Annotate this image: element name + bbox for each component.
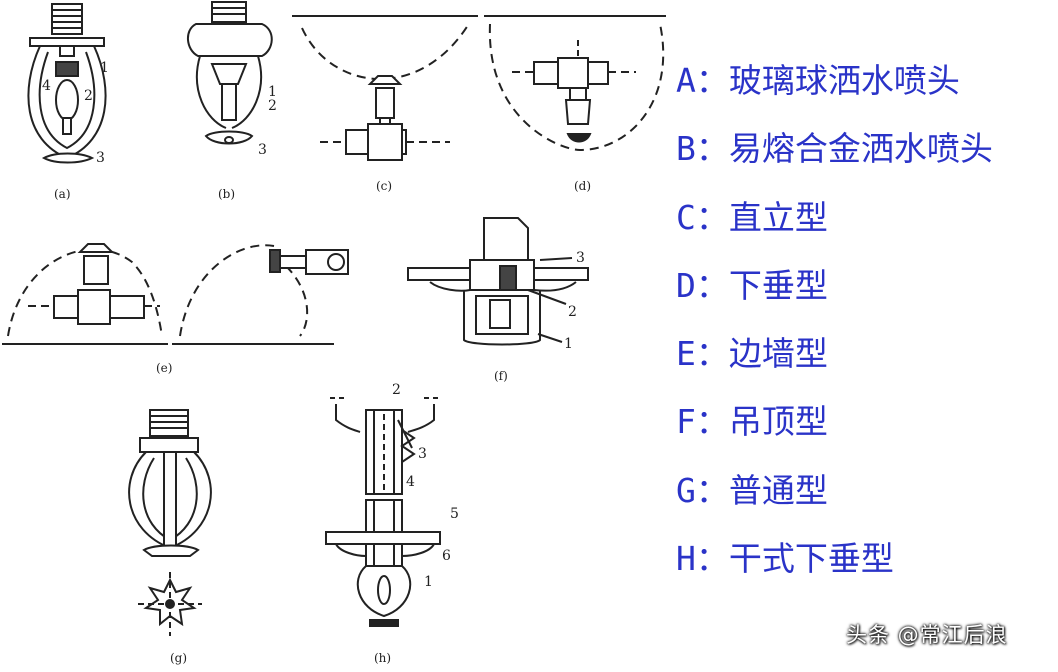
part-number-f-2: 2	[568, 304, 577, 320]
legend-separator: ：	[695, 197, 729, 237]
part-number-h-5: 5	[450, 506, 459, 522]
legend-label: 直立型	[728, 197, 828, 237]
figure-c-upright-sprinkler	[292, 15, 478, 161]
legend-item-a: A：玻璃球洒水喷头	[676, 56, 1056, 124]
caption-g: (g)	[170, 651, 187, 665]
part-number-b-1: 1	[268, 84, 277, 100]
part-number-a-3: 3	[96, 150, 105, 166]
legend-code: A	[676, 61, 696, 100]
part-number-f-1: 1	[564, 336, 573, 352]
caption-d: (d)	[574, 179, 591, 193]
legend-separator: ：	[695, 265, 729, 305]
legend-code: C	[676, 197, 696, 237]
legend-code: B	[676, 129, 696, 169]
legend-item-c: C：直立型	[676, 193, 1056, 261]
watermark: 头条 @常江后浪	[846, 623, 1008, 647]
legend-label: 普通型	[728, 470, 828, 510]
legend-label: 玻璃球洒水喷头	[728, 61, 960, 100]
part-number-f-3: 3	[576, 250, 585, 266]
figure-g-conventional-sprinkler	[128, 409, 212, 636]
legend-label: 干式下垂型	[728, 539, 894, 579]
figure-a-glass-bulb-sprinkler	[27, 3, 107, 164]
caption-c: (c)	[376, 179, 392, 193]
legend-label: 吊顶型	[728, 402, 828, 442]
legend-separator: ：	[695, 402, 729, 442]
legend-item-f: F：吊顶型	[676, 397, 1056, 465]
part-number-a-2: 2	[84, 88, 93, 104]
legend-separator: ：	[695, 129, 729, 169]
caption-f: (f)	[494, 369, 508, 383]
legend-item-d: D：下垂型	[676, 261, 1056, 329]
figure-e-sidewall-sprinkler	[2, 243, 349, 345]
legend-separator: ：	[695, 334, 729, 374]
legend-label: 下垂型	[728, 265, 828, 305]
legend-separator: ：	[695, 539, 729, 579]
legend-separator: ：	[695, 470, 729, 510]
caption-b: (b)	[218, 187, 235, 201]
part-number-h-1: 1	[424, 574, 433, 590]
part-number-b-3: 3	[258, 142, 267, 158]
legend-item-b: B：易熔合金洒水喷头	[676, 124, 1056, 192]
legend-code: G	[676, 470, 696, 510]
legend-code: F	[676, 402, 696, 442]
figure-b-fusible-alloy-sprinkler	[187, 1, 273, 145]
part-number-b-2: 2	[268, 98, 277, 114]
figure-h-dry-pendent-sprinkler	[325, 397, 441, 627]
caption-h: (h)	[374, 651, 391, 665]
legend-code: E	[676, 334, 696, 374]
legend-code: D	[676, 265, 696, 305]
part-number-h-6: 6	[442, 548, 451, 564]
legend-item-e: E：边墙型	[676, 329, 1056, 397]
legend-label: 易熔合金洒水喷头	[728, 129, 993, 169]
legend-code: H	[676, 539, 696, 579]
caption-e: (e)	[156, 361, 172, 375]
legend-item-g: G：普通型	[676, 466, 1056, 534]
part-number-a-1: 1	[100, 60, 109, 76]
part-number-h-2: 2	[392, 382, 401, 398]
legend-item-h: H：干式下垂型	[676, 534, 1056, 602]
figure-f-concealed-sprinkler	[407, 217, 589, 346]
figure-d-pendent-sprinkler	[484, 15, 666, 152]
part-number-h-3: 3	[418, 446, 427, 462]
legend-separator: ：	[695, 61, 729, 100]
part-number-a-4: 4	[42, 78, 51, 94]
part-number-h-4: 4	[406, 474, 415, 490]
legend: A：玻璃球洒水喷头 B：易熔合金洒水喷头 C：直立型 D：下垂型 E：边墙型 F…	[676, 56, 1056, 602]
legend-label: 边墙型	[728, 334, 828, 374]
caption-a: (a)	[54, 187, 71, 201]
